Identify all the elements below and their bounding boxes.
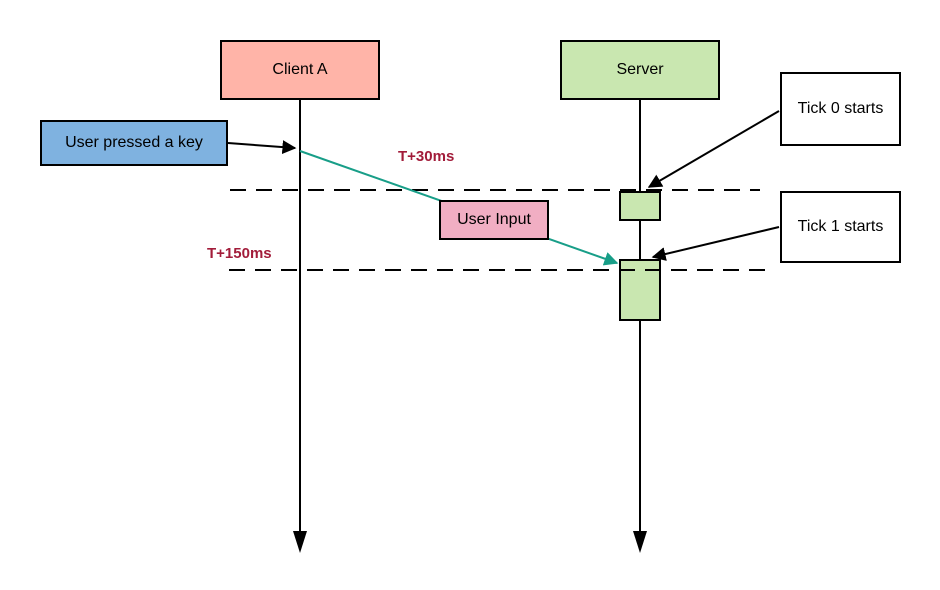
actor-server-label: Server (616, 61, 664, 78)
actor-box-client-a: Client A (220, 40, 380, 100)
note-user-pressed-key: User pressed a key (40, 120, 228, 166)
client-lifeline-arrowhead-icon (293, 531, 307, 553)
note-user-pressed-key-label: User pressed a key (65, 134, 203, 151)
note-tick0-label: Tick 0 starts (797, 100, 884, 117)
server-lifeline-arrowhead-icon (633, 531, 647, 553)
tick1-pointer-arrow (651, 226, 780, 261)
note-user-input-label: User Input (457, 211, 531, 228)
note-user-input-message: User Input (439, 200, 549, 240)
note-tick0-starts: Tick 0 starts (780, 72, 901, 146)
tick0-activation-bar (619, 191, 661, 221)
actor-client-a-label: Client A (272, 61, 328, 78)
note-tick1-starts: Tick 1 starts (780, 191, 901, 263)
time-label-t-plus-30ms: T+30ms (398, 148, 455, 165)
note-tick1-label: Tick 1 starts (797, 218, 884, 235)
time-label-t-plus-150ms: T+150ms (207, 245, 272, 262)
actor-box-server: Server (560, 40, 720, 100)
keypress-arrow (227, 140, 297, 155)
tick0-pointer-arrow (647, 110, 780, 188)
